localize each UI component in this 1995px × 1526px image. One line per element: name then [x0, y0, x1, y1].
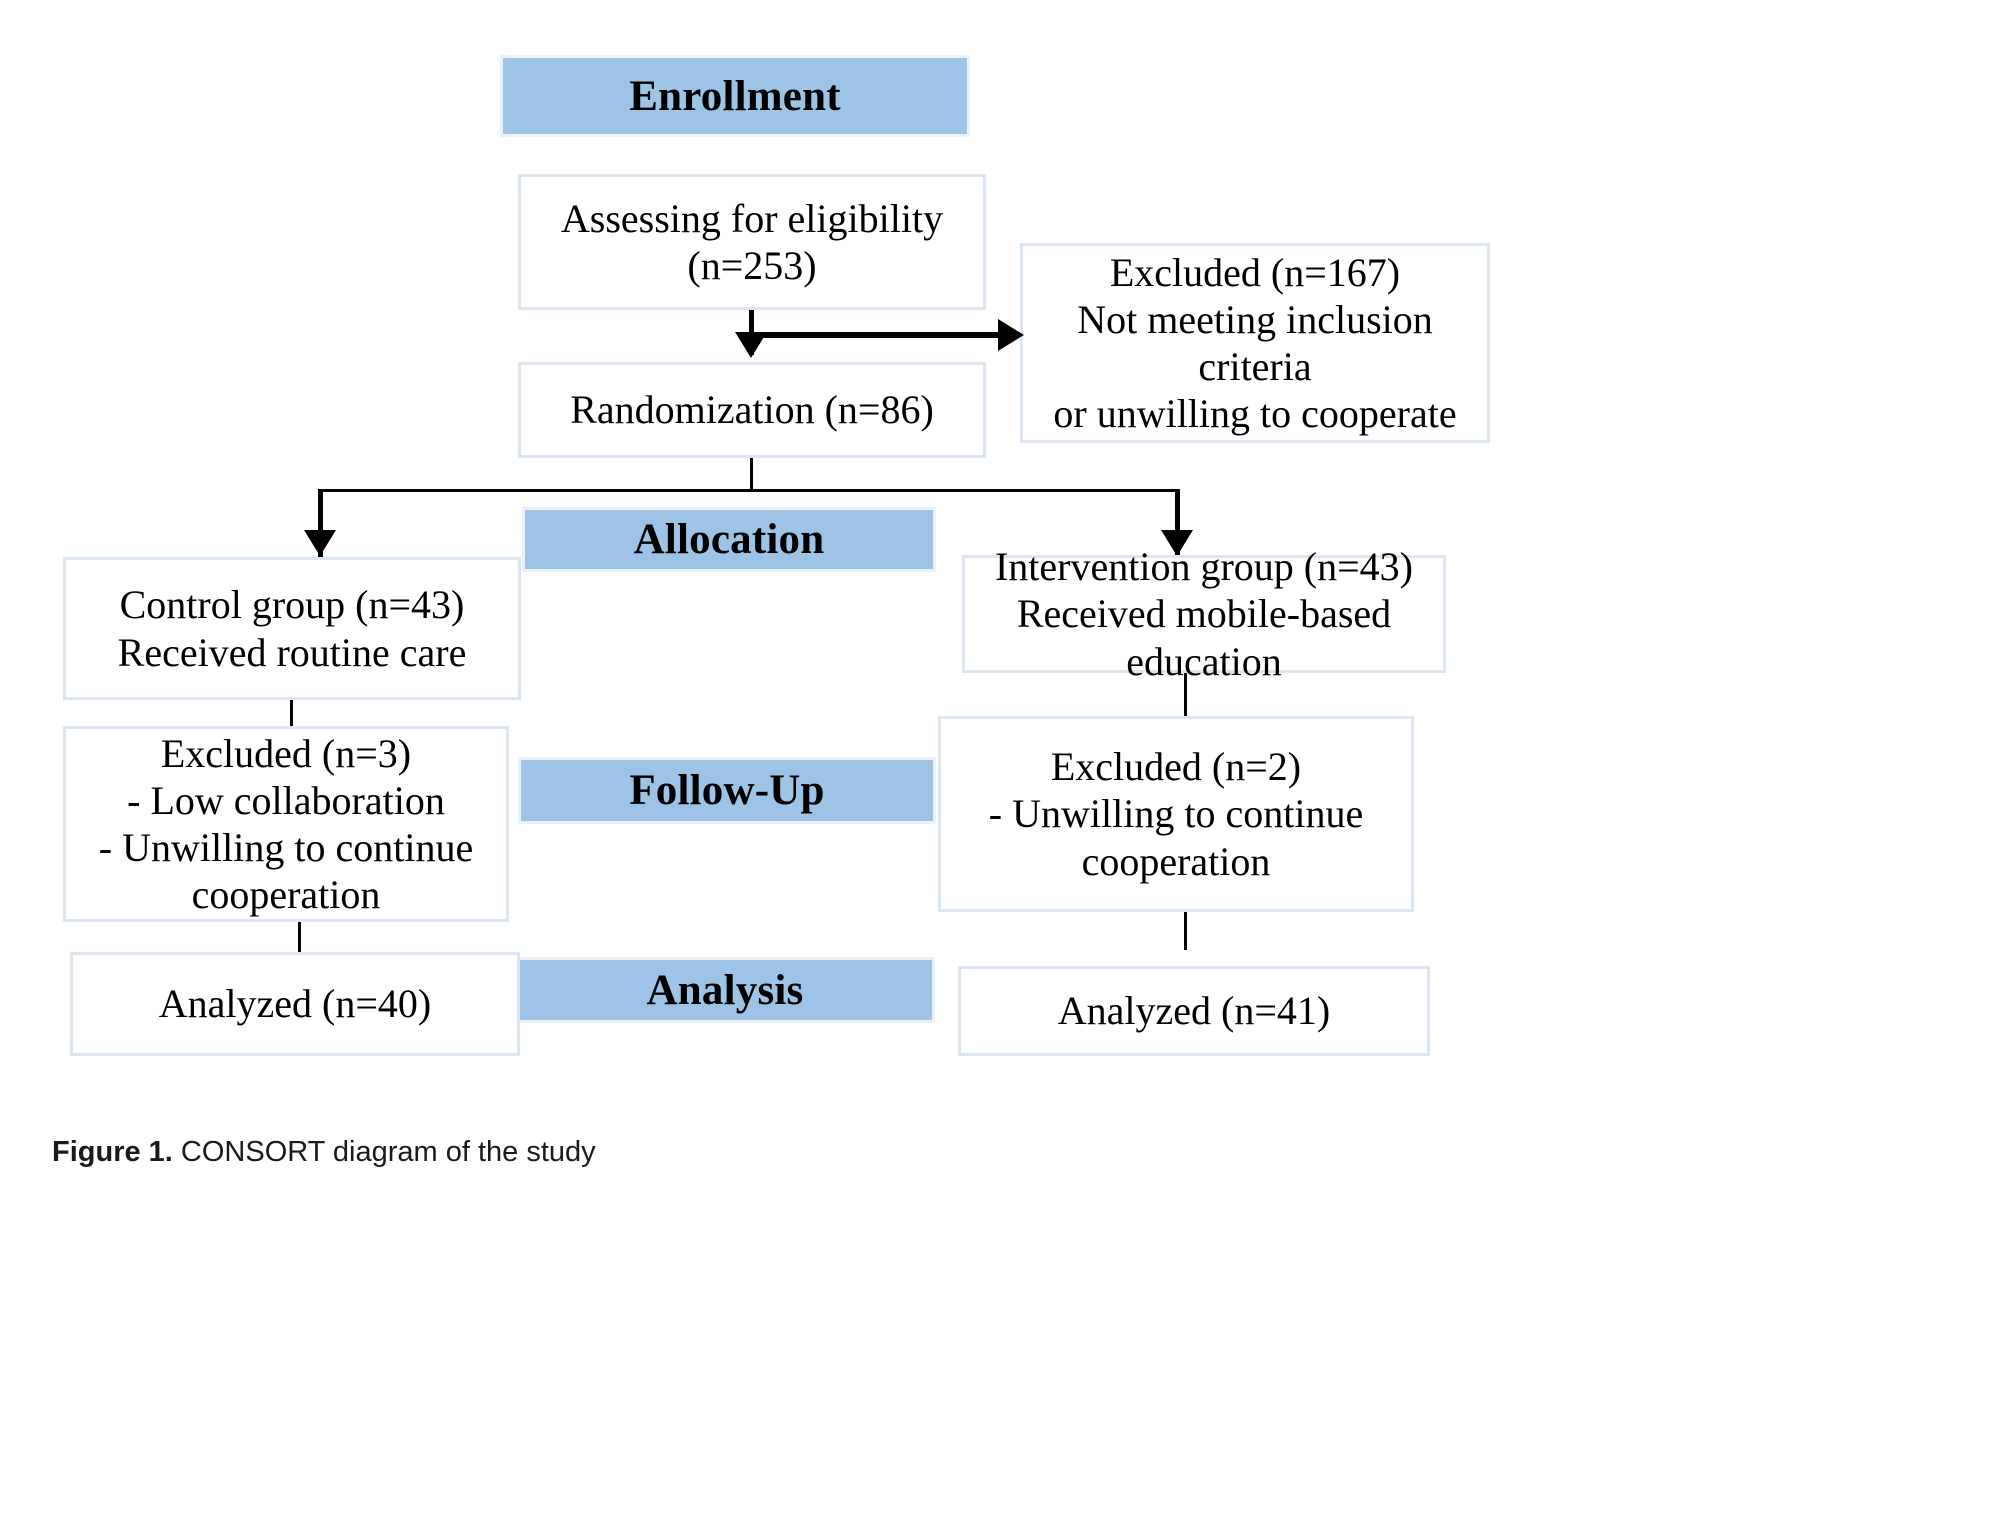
stage-banner-enrollment: Enrollment — [500, 55, 970, 137]
figure-caption-text: CONSORT diagram of the study — [172, 1136, 596, 1168]
node-assessed-for-eligibility-label: Assessing for eligibility (n=253) — [560, 195, 944, 288]
connector-assessed-to-excluded — [752, 332, 1002, 338]
stage-banner-analysis-label: Analysis — [646, 966, 804, 1014]
node-control-excluded: Excluded (n=3) - Low collaboration - Unw… — [63, 726, 509, 922]
node-intervention-excluded: Excluded (n=2) - Unwilling to continue c… — [938, 716, 1414, 912]
node-intervention-analyzed: Analyzed (n=41) — [958, 966, 1430, 1056]
node-intervention-analyzed-label: Analyzed (n=41) — [1057, 988, 1331, 1034]
figure-caption: Figure 1. CONSORT diagram of the study — [52, 1136, 596, 1169]
stage-banner-allocation: Allocation — [522, 507, 936, 572]
node-intervention-excluded-label: Excluded (n=2) - Unwilling to continue c… — [988, 744, 1364, 884]
stage-banner-follow-up-label: Follow-Up — [629, 767, 825, 814]
node-intervention-group-label: Intervention group (n=43) Received mobil… — [994, 544, 1413, 684]
connector-control-to-excluded — [290, 700, 293, 728]
node-control-analyzed-label: Analyzed (n=40) — [158, 981, 432, 1027]
arrowhead-to-control-group — [304, 530, 336, 556]
node-control-group: Control group (n=43) Received routine ca… — [63, 557, 521, 700]
connector-control-to-analyzed — [298, 922, 301, 952]
node-intervention-group: Intervention group (n=43) Received mobil… — [962, 544, 1446, 684]
node-randomization-label: Randomization (n=86) — [570, 387, 934, 433]
arrowhead-assessed-to-excluded — [998, 319, 1024, 351]
node-control-analyzed: Analyzed (n=40) — [70, 952, 520, 1056]
connector-randomization-split-bar — [320, 489, 1178, 492]
connector-intervention-to-excluded — [1184, 673, 1187, 717]
stage-banner-follow-up: Follow-Up — [518, 757, 936, 824]
node-assessed-for-eligibility: Assessing for eligibility (n=253) — [518, 174, 986, 310]
connector-to-control-group — [318, 489, 323, 559]
arrowhead-to-intervention-group — [1161, 530, 1193, 556]
connector-intervention-to-analyzed — [1184, 912, 1187, 950]
node-control-excluded-label: Excluded (n=3) - Low collaboration - Unw… — [98, 730, 474, 918]
node-randomization: Randomization (n=86) — [518, 362, 986, 458]
node-excluded-enrollment-label: Excluded (n=167) Not meeting inclusion c… — [1053, 249, 1457, 437]
node-control-group-label: Control group (n=43) Received routine ca… — [117, 582, 467, 675]
stage-banner-enrollment-label: Enrollment — [629, 72, 841, 120]
figure-caption-label: Figure 1. — [52, 1136, 173, 1168]
connector-randomization-stem — [750, 458, 753, 491]
node-excluded-enrollment: Excluded (n=167) Not meeting inclusion c… — [1020, 243, 1490, 443]
stage-banner-allocation-label: Allocation — [633, 516, 825, 563]
stage-banner-analysis: Analysis — [515, 957, 935, 1023]
connector-to-intervention-group — [1175, 489, 1180, 559]
